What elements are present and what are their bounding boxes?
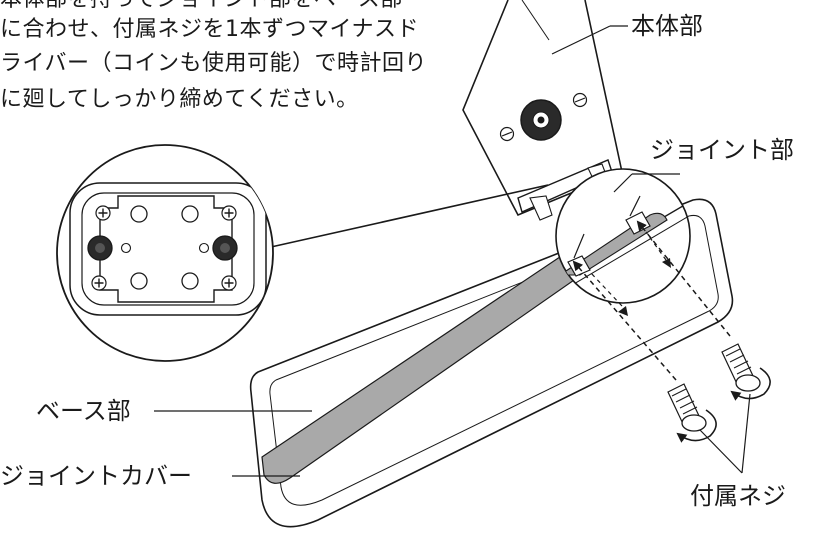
label-base: ベース部 (36, 397, 131, 425)
label-screws: 付属ネジ (690, 482, 786, 510)
leader-screw-1 (699, 429, 743, 474)
instruction-line-3: ライバー（コインも使用可能）で時計回り (0, 51, 428, 76)
screw-icon (721, 343, 761, 392)
detail-zoom-circle (56, 144, 274, 362)
label-body: 本体部 (631, 12, 703, 40)
leader-screw-2 (741, 393, 751, 474)
insert-arrow-screw-2 (636, 220, 731, 337)
body-screw-icon (572, 92, 588, 108)
clockwise-arrow-icon (676, 409, 717, 443)
body-screw-icon (499, 126, 515, 142)
instruction-line-4: に廻してしっかり締めてください。 (0, 87, 359, 112)
body-unit (462, 0, 623, 221)
instruction-line-1: 本体部を持ってジョイント部をベース部 (0, 0, 403, 16)
leader-body (551, 25, 611, 55)
zoom-connector-line (270, 184, 549, 248)
instruction-line-2: に合わせ、付属ネジを1本ずつマイナスド (0, 17, 420, 42)
clockwise-arrow-icon (730, 367, 771, 401)
insert-arrow-screw-1 (572, 260, 677, 381)
label-joint: ジョイント部 (650, 136, 794, 164)
screw-icon (667, 383, 707, 432)
label-joint-cover: ジョイントカバー (0, 462, 192, 490)
leader-joint-2 (613, 173, 633, 193)
